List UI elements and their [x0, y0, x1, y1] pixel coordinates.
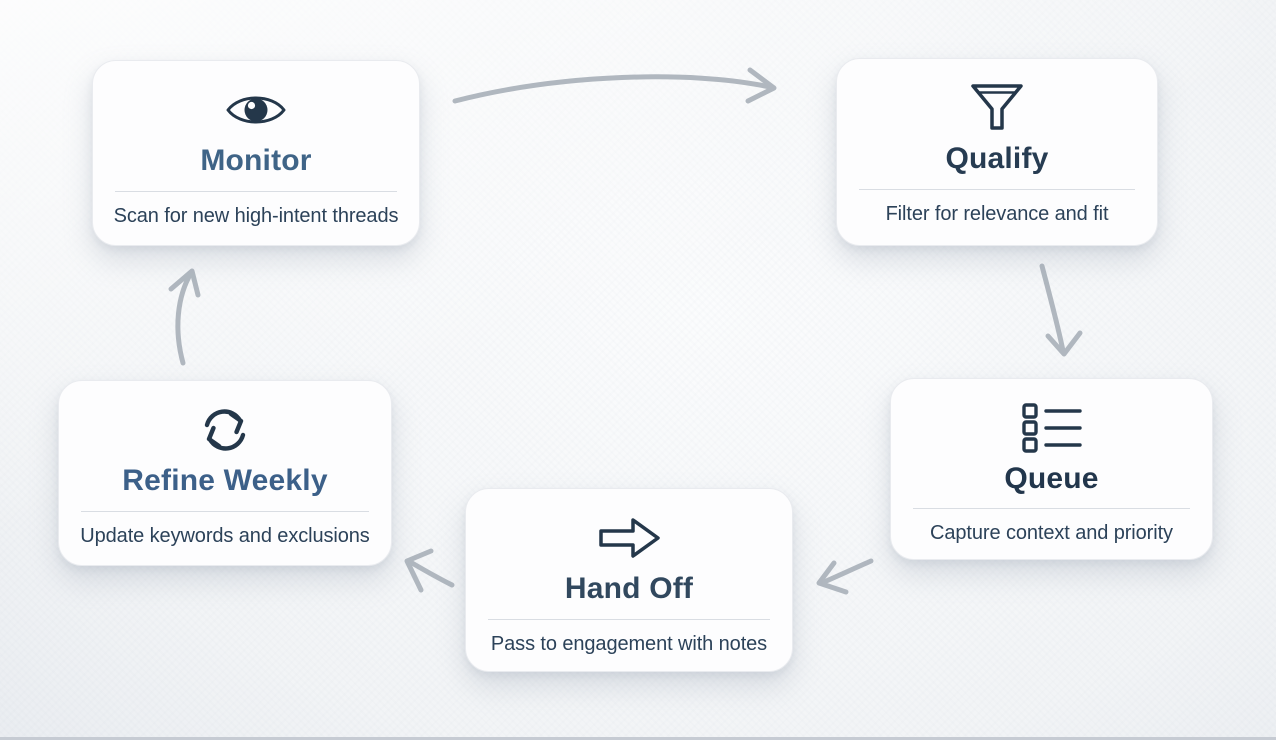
arrow-monitor-to-qualify: [452, 67, 777, 104]
node-title: Monitor: [200, 144, 312, 177]
arrow-hand-off-to-refine-weekly: [404, 548, 455, 593]
eye-icon: [225, 81, 287, 139]
node-subtitle: Filter for relevance and fit: [885, 202, 1109, 225]
node-monitor: Monitor Scan for new high-intent threads: [92, 60, 420, 246]
funnel-icon: [969, 79, 1025, 137]
refresh-icon: [199, 401, 251, 459]
checklist-icon: [1021, 399, 1083, 457]
node-qualify: Qualify Filter for relevance and fit: [836, 58, 1158, 246]
divider: [488, 618, 770, 620]
node-title: Qualify: [945, 142, 1049, 175]
node-subtitle: Capture context and priority: [930, 522, 1173, 544]
node-subtitle: Pass to engagement with notes: [490, 632, 768, 655]
node-refine-weekly: Refine Weekly Update keywords and exclus…: [58, 380, 392, 566]
divider: [859, 188, 1135, 190]
node-subtitle: Update keywords and exclusions: [80, 524, 370, 547]
node-title: Refine Weekly: [122, 464, 328, 497]
block-arrow-right-icon: [597, 509, 661, 567]
node-hand-off: Hand Off Pass to engagement with notes: [465, 488, 793, 672]
divider: [81, 510, 369, 512]
arrow-queue-to-hand-off: [816, 558, 874, 595]
node-queue: Queue Capture context and priority: [890, 378, 1213, 560]
node-subtitle: Scan for new high-intent threads: [113, 204, 399, 227]
arrow-refine-weekly-to-monitor: [168, 268, 201, 366]
divider: [115, 190, 397, 192]
arrow-qualify-to-queue: [1039, 263, 1083, 357]
bottom-edge-line: [0, 737, 1276, 740]
node-title: Queue: [1004, 461, 1099, 495]
divider: [913, 508, 1190, 509]
node-title: Hand Off: [564, 572, 694, 605]
